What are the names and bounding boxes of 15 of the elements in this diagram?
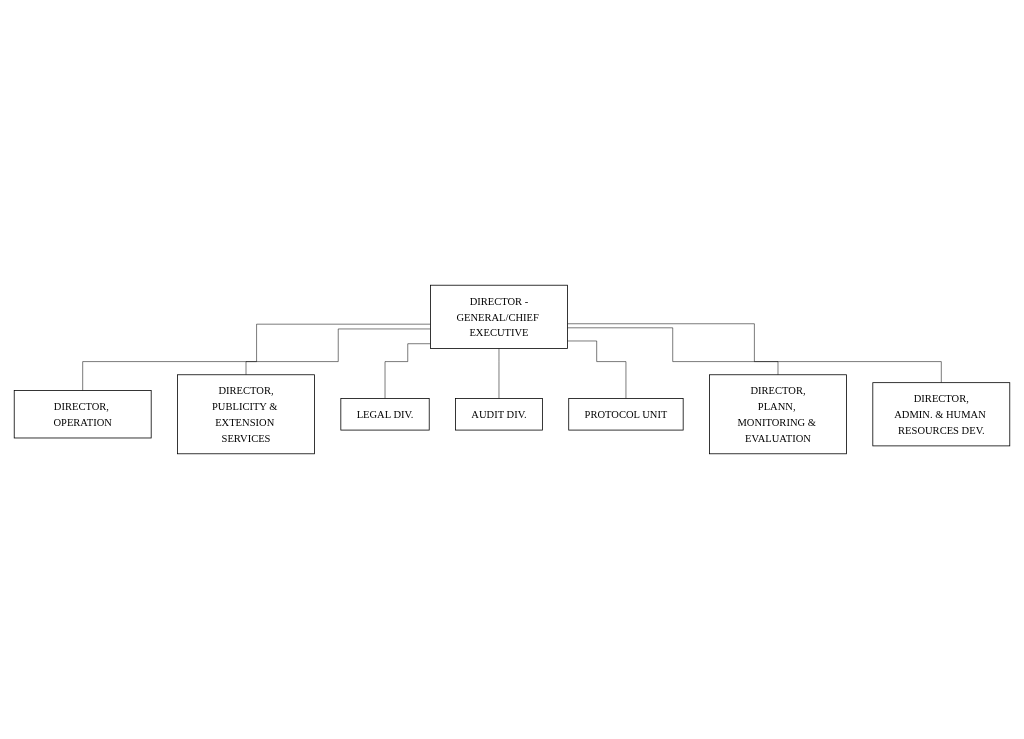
connector [384,343,431,399]
node-box: PROTOCOL UNIT [568,398,684,431]
connector [82,323,431,391]
connector [567,327,779,376]
node-box: DIRECTOR, OPERATION [13,390,152,439]
node-box: AUDIT DIV. [455,398,543,431]
connector [567,340,627,399]
node-box: DIRECTOR, ADMIN. & HUMAN RESOURCES DEV. [872,382,1011,447]
node-box: DIRECTOR -GENERAL/CHIEF EXECUTIVE [430,284,568,349]
connector [567,323,942,383]
connector [498,348,500,399]
node-box: DIRECTOR, PUBLICITY & EXTENSION SERVICES [177,374,315,455]
node-box: LEGAL DIV. [340,398,430,431]
node-box: DIRECTOR, PLANN, MONITORING & EVALUATION [709,374,847,455]
connector [245,328,431,376]
